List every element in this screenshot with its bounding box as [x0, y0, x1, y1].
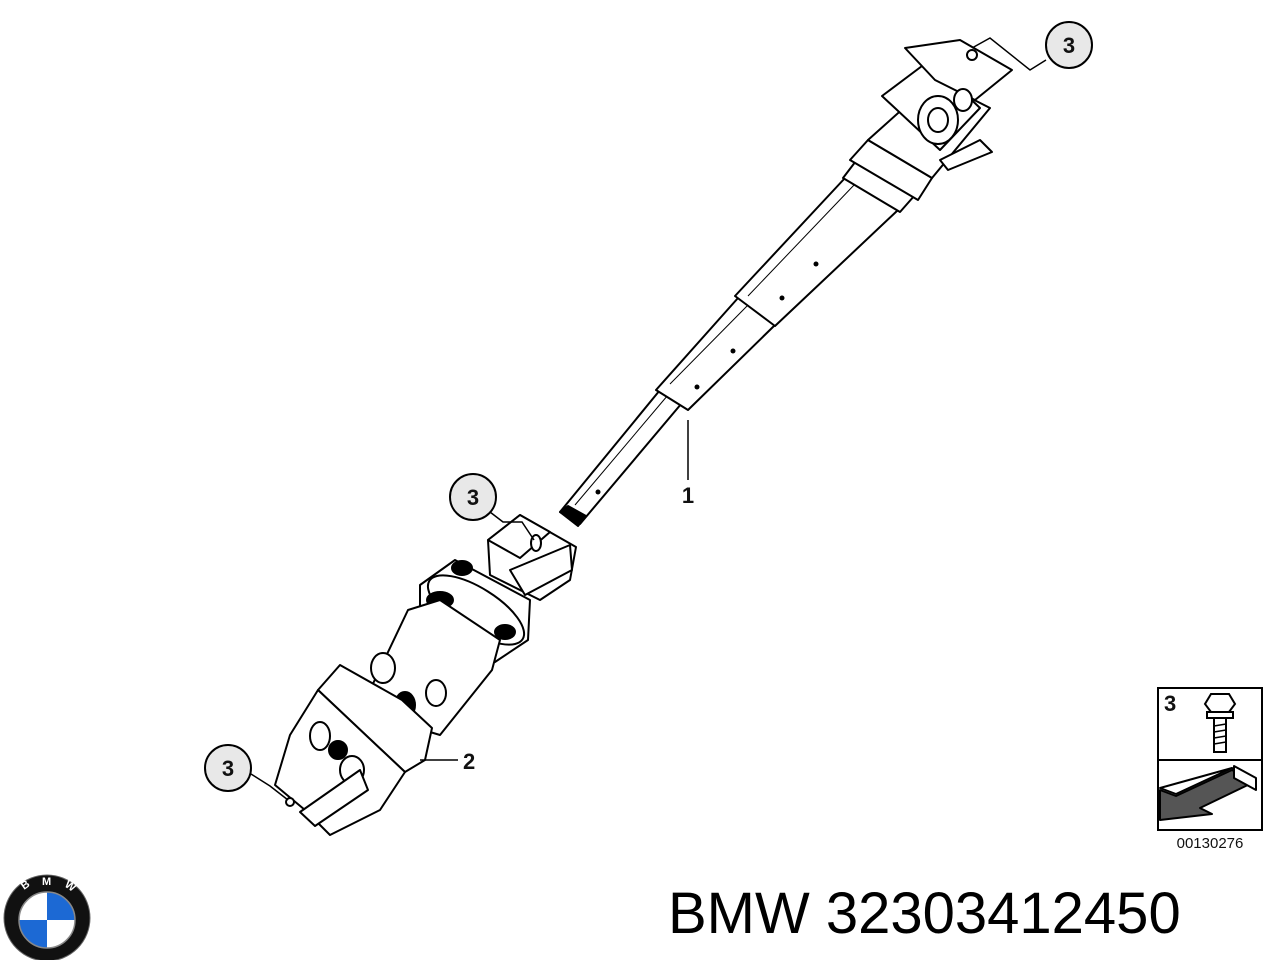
direction-arrow-icon — [1159, 765, 1257, 821]
bolt-icon — [1203, 693, 1237, 753]
part-label-2: 2 — [420, 749, 475, 774]
callout-label: 3 — [1063, 33, 1075, 58]
callout-bottom-left: 3 — [204, 744, 289, 801]
callout-label: 3 — [222, 756, 234, 781]
part-label-1: 1 — [682, 420, 694, 508]
lower-steering-shaft — [274, 514, 577, 836]
logo-letter-m: M — [42, 876, 51, 888]
part-number-1: 1 — [682, 483, 694, 508]
callout-label: 3 — [467, 485, 479, 510]
callout-middle: 3 — [449, 473, 535, 541]
part-number-2: 2 — [463, 749, 475, 774]
legend-box: 3 00130276 — [1157, 687, 1263, 852]
brand-make: BMW — [668, 881, 810, 946]
upper-steering-shaft — [559, 39, 1013, 527]
legend-number: 3 — [1164, 691, 1176, 716]
part-number: 32303412450 — [825, 881, 1181, 946]
callout-top-right: 3 — [971, 21, 1093, 71]
bmw-logo: B M W — [3, 874, 91, 960]
brand-part-number: BMW 32303412450 — [668, 874, 1268, 954]
drawing-number: 00130276 — [1177, 835, 1244, 852]
